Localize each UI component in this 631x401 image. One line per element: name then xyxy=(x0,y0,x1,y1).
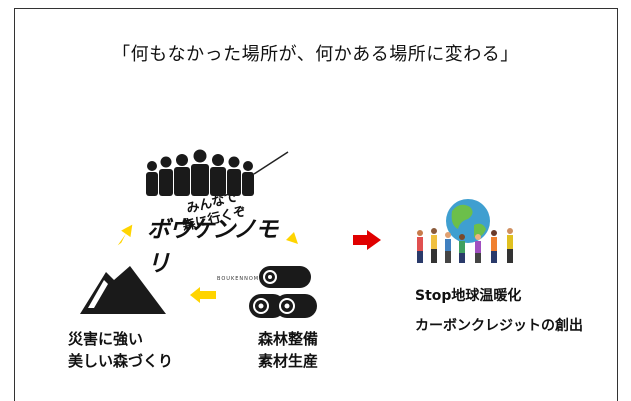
disaster-label: 災害に強い 美しい森づくり xyxy=(68,328,173,372)
disaster-label-line2: 美しい森づくり xyxy=(68,352,174,370)
boukennomori-logo: ボウケンノモリ BOUKENNOMORI xyxy=(147,210,287,282)
arrow-left-icon xyxy=(190,287,216,303)
crowd-icon xyxy=(146,149,254,196)
outcome-label-line1: Stop地球温暖化 xyxy=(415,288,522,304)
outcome-label: Stop地球温暖化 カーボンクレジットの創出 xyxy=(415,284,583,338)
arrow-down-right-icon xyxy=(280,226,298,244)
caption-slash xyxy=(253,151,289,175)
forest-label-line2: 素材生産 xyxy=(258,352,319,370)
mountain-icon xyxy=(80,266,166,314)
disaster-label-line1: 災害に強い xyxy=(68,330,144,348)
slide-title: 「何もなかった場所が、何かある場所に変わる」 xyxy=(112,44,519,65)
forest-label-line1: 森林整備 xyxy=(258,330,319,348)
logo-subtext: BOUKENNOMORI xyxy=(217,276,271,282)
logs-icon xyxy=(249,266,317,318)
globe-people-icon xyxy=(417,199,513,263)
arrow-right-icon xyxy=(353,230,381,250)
outcome-label-line2: カーボンクレジットの創出 xyxy=(415,318,583,334)
arrow-up-right-icon xyxy=(117,224,133,246)
logo-text: ボウケンノモリ xyxy=(147,217,278,277)
forest-label: 森林整備 素材生産 xyxy=(258,328,318,372)
slide-frame xyxy=(14,8,618,401)
